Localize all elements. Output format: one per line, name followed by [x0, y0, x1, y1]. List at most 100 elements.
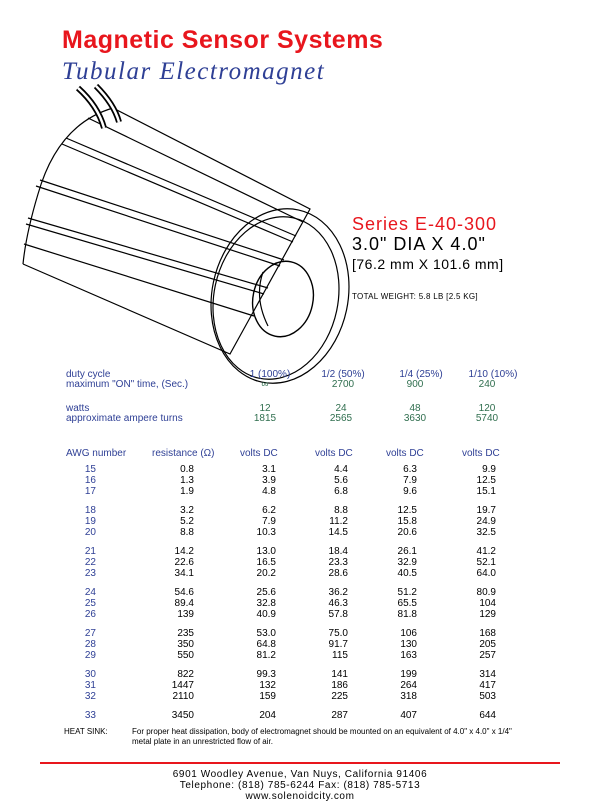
footer-divider [40, 762, 560, 764]
resistance-cell: 3.2 [180, 505, 194, 516]
heat-sink-label: HEAT SINK: [64, 727, 108, 736]
resistance-cell: 0.8 [180, 464, 194, 475]
table-row: 24 54.6 25.6 36.2 51.2 80.9 [0, 587, 600, 598]
max-on-value: ∞ [261, 379, 269, 390]
volts-cell: 106 [400, 628, 417, 639]
volts-header: volts DC [240, 448, 278, 459]
volts-cell: 407 [400, 710, 417, 721]
awg-cell: 32 [84, 691, 96, 702]
ampere-turns-value: 3630 [403, 413, 427, 424]
watts-value: 48 [409, 403, 421, 414]
volts-cell: 57.8 [328, 609, 348, 620]
resistance-cell: 34.1 [174, 568, 194, 579]
awg-cell: 15 [84, 464, 96, 475]
awg-cell: 19 [84, 516, 96, 527]
ampere-turns-label: approximate ampere turns [66, 413, 183, 424]
volts-cell: 4.8 [262, 486, 276, 497]
volts-cell: 115 [332, 650, 348, 661]
resistance-cell: 14.2 [174, 546, 194, 557]
resistance-cell: 822 [177, 669, 194, 680]
volts-header: volts DC [462, 448, 500, 459]
volts-header: volts DC [315, 448, 353, 459]
volts-cell: 163 [400, 650, 417, 661]
footer-website[interactable]: www.solenoidcity.com [245, 791, 355, 802]
awg-cell: 24 [84, 587, 96, 598]
volts-cell: 16.5 [256, 557, 276, 568]
awg-cell: 28 [84, 639, 96, 650]
volts-cell: 75.0 [328, 628, 348, 639]
volts-cell: 40.9 [256, 609, 276, 620]
table-row: 18 3.2 6.2 8.8 12.5 19.7 [0, 505, 600, 516]
volts-cell: 24.9 [476, 516, 496, 527]
volts-cell: 186 [331, 680, 348, 691]
volts-cell: 199 [400, 669, 417, 680]
table-row: 33 3450 204 287 407 644 [0, 710, 600, 721]
volts-cell: 205 [479, 639, 496, 650]
volts-cell: 32.5 [476, 527, 496, 538]
awg-cell: 25 [84, 598, 96, 609]
table-row: 31 1447 132 186 264 417 [0, 680, 600, 691]
awg-cell: 20 [84, 527, 96, 538]
volts-cell: 28.6 [328, 568, 348, 579]
volts-cell: 287 [331, 710, 348, 721]
volts-cell: 417 [479, 680, 496, 691]
volts-cell: 314 [479, 669, 496, 680]
resistance-cell: 550 [177, 650, 194, 661]
awg-cell: 29 [84, 650, 96, 661]
volts-cell: 23.3 [328, 557, 348, 568]
electromagnet-drawing [22, 84, 350, 384]
table-row: 29 550 81.2 115 163 257 [0, 650, 600, 661]
volts-cell: 503 [479, 691, 496, 702]
volts-cell: 10.3 [256, 527, 276, 538]
volts-header: volts DC [386, 448, 424, 459]
volts-cell: 9.9 [482, 464, 496, 475]
volts-cell: 20.6 [397, 527, 417, 538]
volts-cell: 6.8 [334, 486, 348, 497]
volts-cell: 159 [259, 691, 276, 702]
resistance-cell: 5.2 [180, 516, 194, 527]
product-title: Tubular Electromagnet [62, 58, 326, 85]
watts-value: 12 [259, 403, 271, 414]
volts-cell: 225 [331, 691, 348, 702]
table-row: 21 14.2 13.0 18.4 26.1 41.2 [0, 546, 600, 557]
watts-label: watts [66, 403, 90, 414]
table-row: 30 822 99.3 141 199 314 [0, 669, 600, 680]
awg-cell: 26 [84, 609, 96, 620]
table-row: 27 235 53.0 75.0 106 168 [0, 628, 600, 639]
duty-value: 1/2 (50%) [321, 369, 365, 380]
max-on-value: 2700 [331, 379, 355, 390]
resistance-cell: 3450 [171, 710, 194, 721]
resistance-cell: 2110 [172, 691, 194, 702]
awg-cell: 30 [84, 669, 96, 680]
duty-value: 1 (100%) [249, 369, 291, 380]
awg-cell: 31 [84, 680, 96, 691]
volts-cell: 15.1 [476, 486, 496, 497]
company-name: Magnetic Sensor Systems [62, 26, 384, 54]
resistance-cell: 1.3 [180, 475, 194, 486]
series-dimensions: 3.0" DIA X 4.0" [352, 234, 486, 254]
resistance-cell: 1.9 [180, 486, 194, 497]
volts-cell: 4.4 [334, 464, 348, 475]
volts-cell: 64.0 [476, 568, 496, 579]
volts-cell: 81.8 [397, 609, 417, 620]
volts-cell: 36.2 [328, 587, 348, 598]
volts-cell: 141 [331, 669, 348, 680]
awg-cell: 33 [84, 710, 96, 721]
awg-cell: 16 [84, 475, 96, 486]
awg-cell: 18 [84, 505, 96, 516]
table-row: 32 2110 159 225 318 503 [0, 691, 600, 702]
resistance-cell: 1447 [171, 680, 194, 691]
volts-cell: 12.5 [397, 505, 417, 516]
volts-cell: 130 [400, 639, 417, 650]
volts-cell: 46.3 [328, 598, 348, 609]
max-on-time-label: maximum "ON" time, (Sec.) [66, 379, 189, 390]
volts-cell: 26.1 [397, 546, 417, 557]
table-row: 19 5.2 7.9 11.2 15.8 24.9 [0, 516, 600, 527]
volts-cell: 40.5 [397, 568, 417, 579]
watts-value: 24 [335, 403, 347, 414]
ampere-turns-value: 5740 [475, 413, 499, 424]
table-row: 25 89.4 32.8 46.3 65.5 104 [0, 598, 600, 609]
volts-cell: 32.9 [397, 557, 417, 568]
volts-cell: 11.2 [329, 516, 348, 527]
resistance-cell: 54.6 [174, 587, 194, 598]
